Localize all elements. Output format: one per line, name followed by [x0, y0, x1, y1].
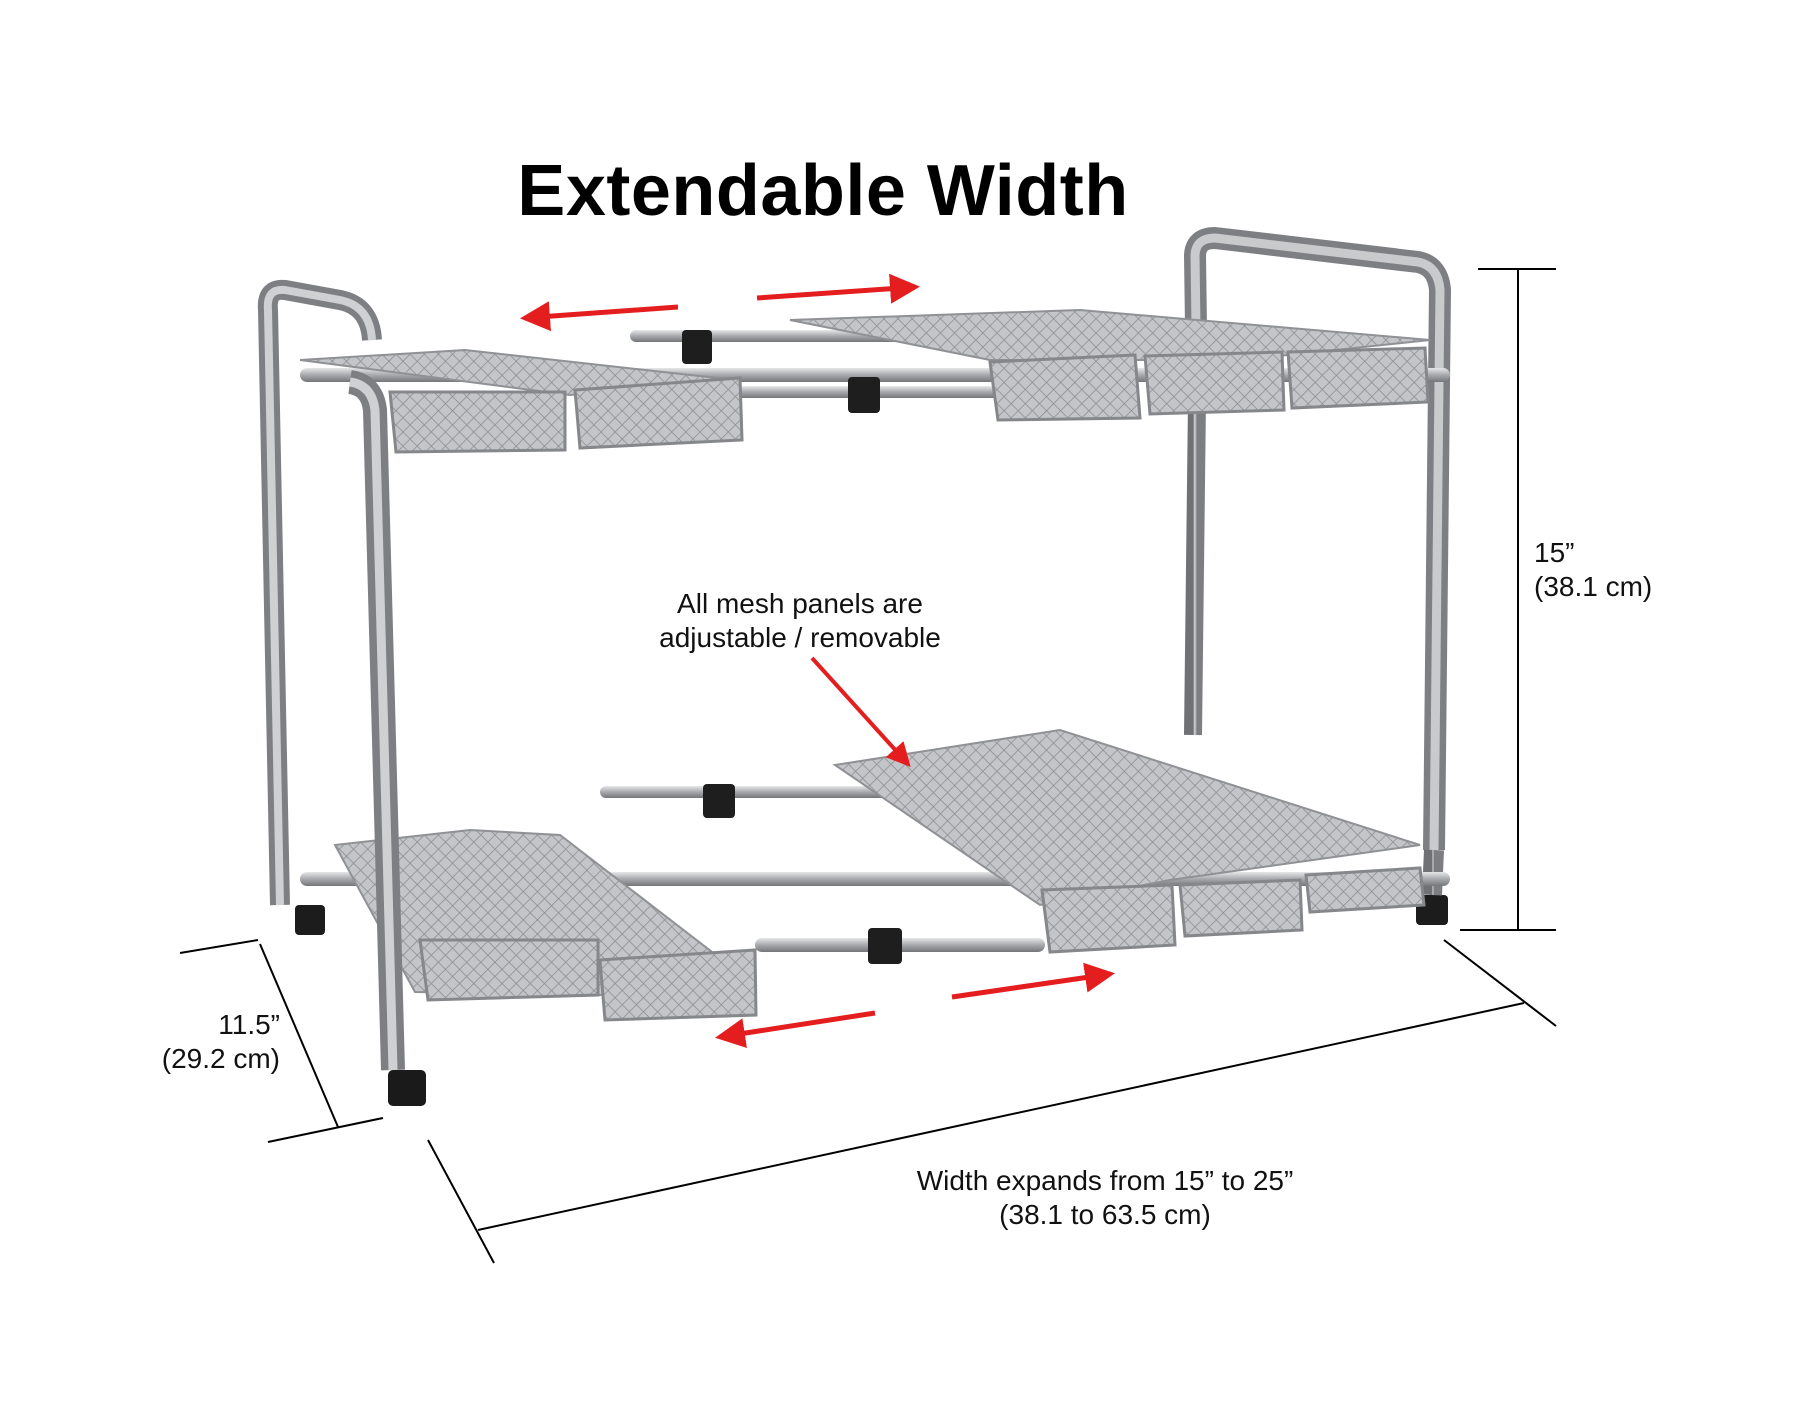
arrow-left-icon — [715, 1010, 876, 1048]
page-title: Extendable Width — [517, 151, 1129, 231]
extend-arrows — [520, 273, 1115, 1048]
width-dimension — [477, 1002, 1525, 1231]
upper-shelf — [299, 308, 1431, 454]
lower-shelf — [333, 728, 1426, 1022]
width-label: Width expands from 15” to 25” (38.1 to 6… — [855, 1164, 1355, 1232]
mesh-note: All mesh panels are adjustable / removab… — [610, 587, 990, 655]
rod-coupler — [868, 928, 902, 964]
height-label: 15” (38.1 cm) — [1534, 536, 1704, 604]
mesh-note-line1: All mesh panels are — [677, 588, 923, 619]
depth-cm: (29.2 cm) — [161, 1043, 280, 1074]
arrow-left-icon — [520, 301, 679, 332]
width-cm: (38.1 to 63.5 cm) — [999, 1199, 1211, 1230]
width-inches: Width expands from 15” to 25” — [916, 1165, 1294, 1196]
arrow-pointer-icon — [810, 656, 911, 767]
rod-coupler — [682, 330, 712, 364]
left-front-frame — [347, 370, 426, 1106]
foot-cap — [295, 905, 325, 935]
dimension-lines — [179, 268, 1557, 1264]
depth-inches: 11.5” — [218, 1009, 280, 1040]
arrow-right-icon — [756, 273, 920, 304]
arrow-right-icon — [951, 962, 1115, 1000]
rod-coupler — [703, 784, 735, 818]
foot-cap — [388, 1070, 426, 1106]
height-cm: (38.1 cm) — [1534, 571, 1653, 602]
left-back-frame — [257, 279, 382, 935]
rod-coupler — [848, 377, 880, 413]
depth-dimension — [259, 943, 339, 1128]
mesh-note-line2: adjustable / removable — [659, 622, 941, 653]
depth-label: 11.5” (29.2 cm) — [120, 1008, 280, 1076]
height-inches: 15” — [1534, 537, 1575, 568]
